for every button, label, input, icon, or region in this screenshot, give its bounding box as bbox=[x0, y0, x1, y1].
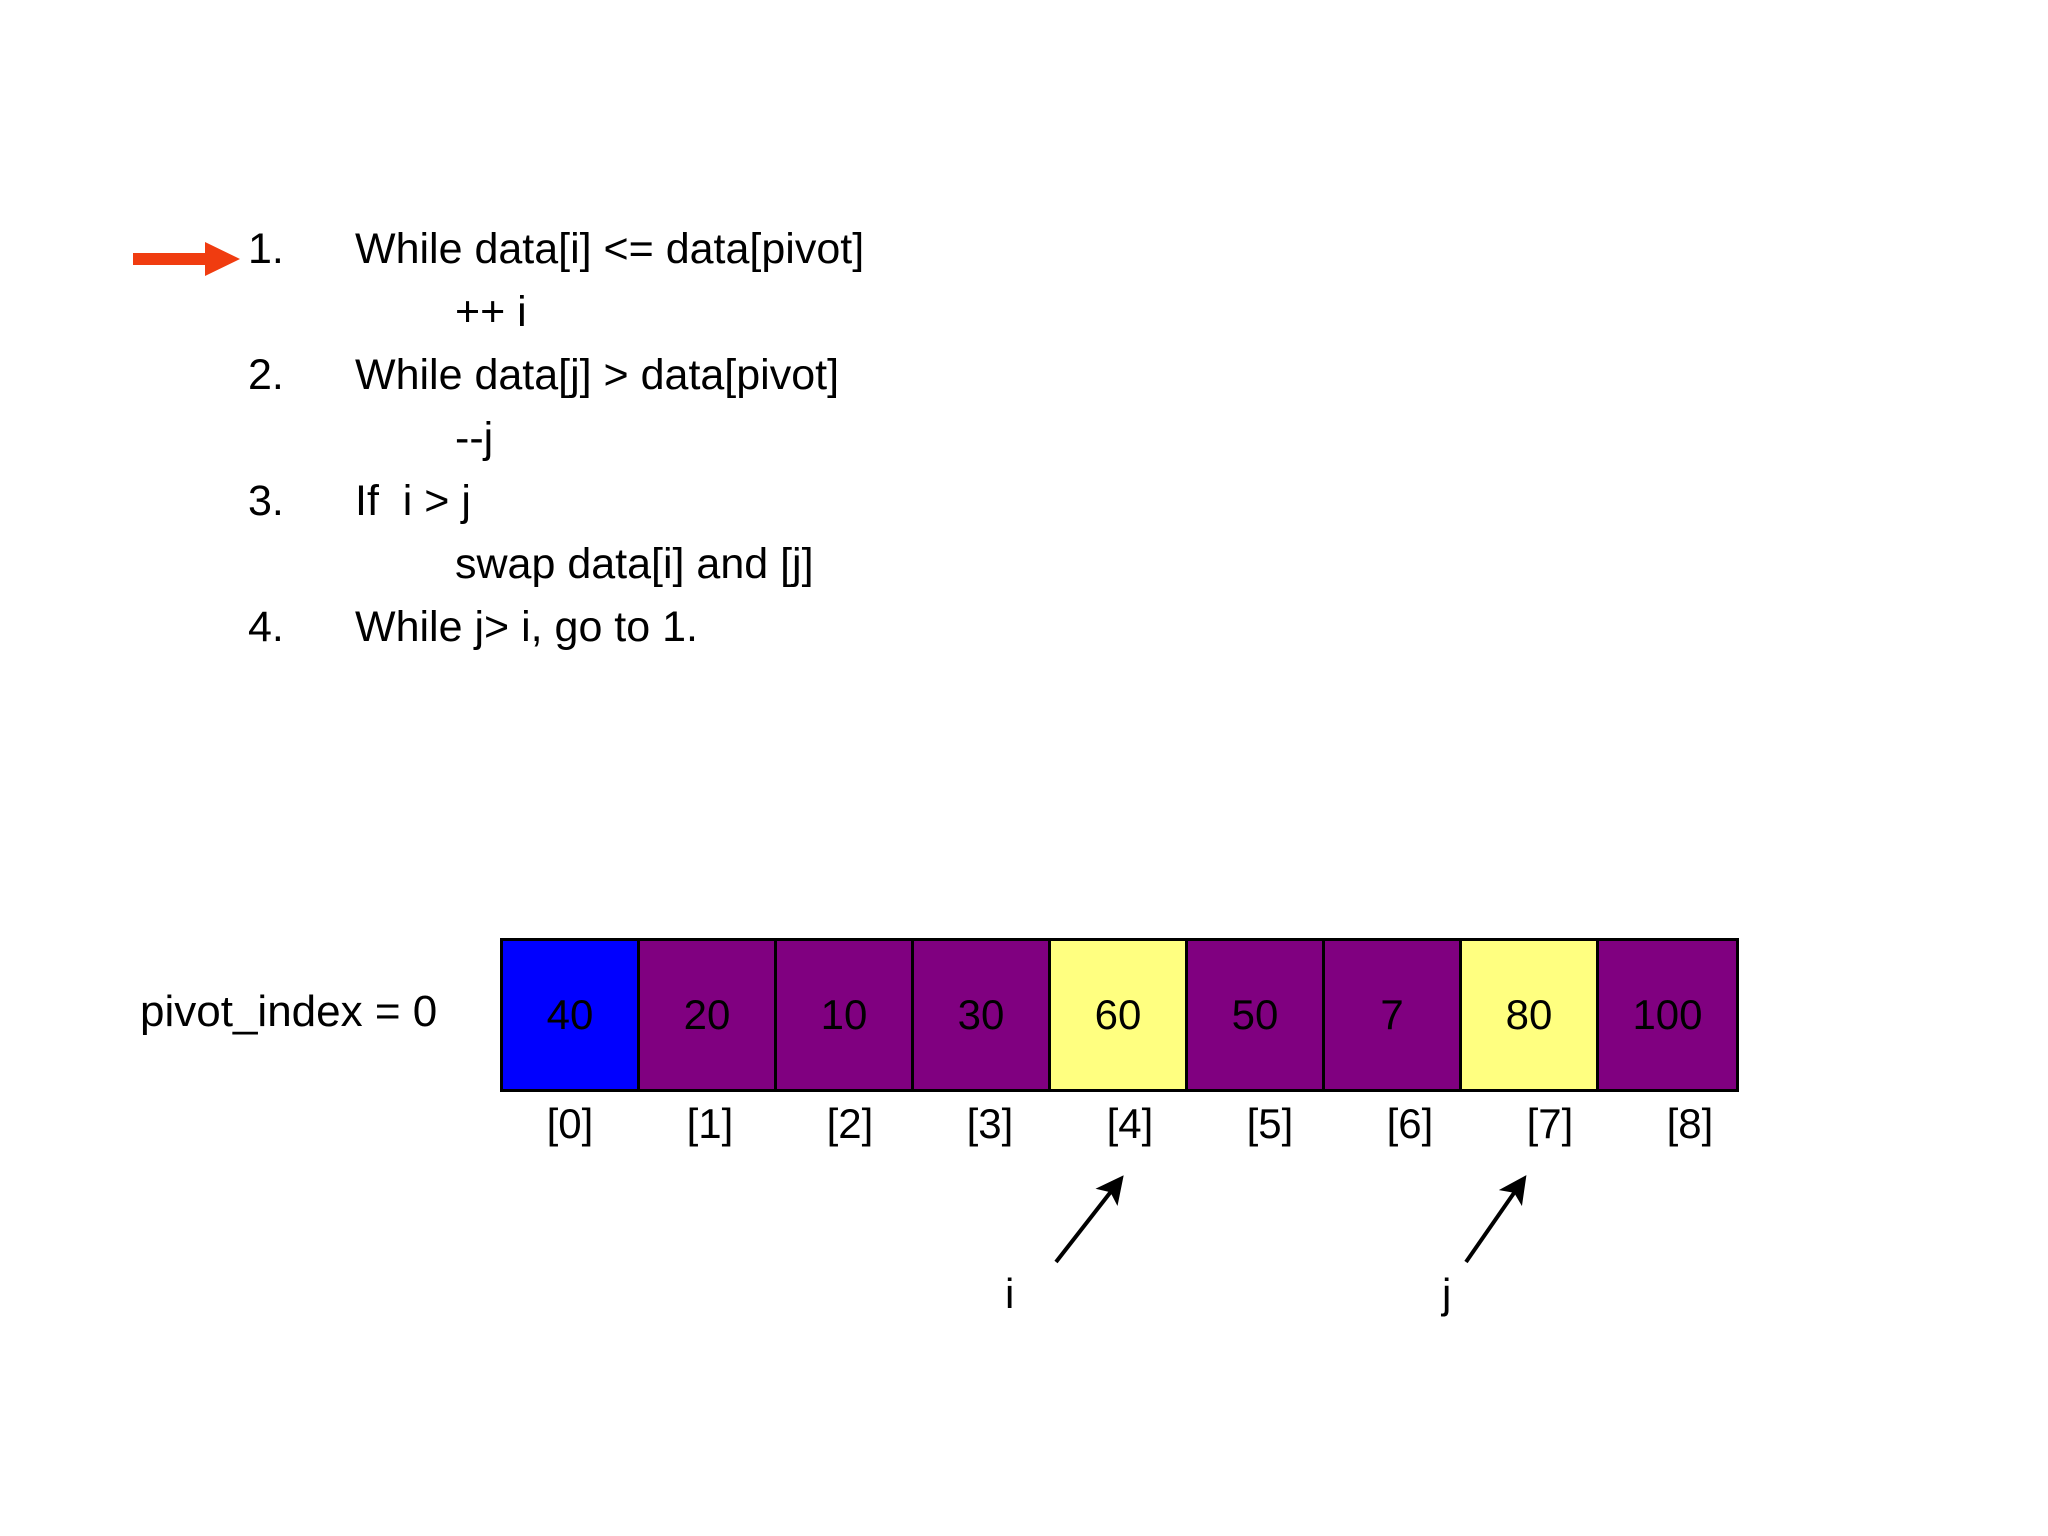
step-1-number: 1. bbox=[248, 225, 284, 273]
array-index-0: [0] bbox=[546, 1100, 594, 1147]
array-index-8: [8] bbox=[1666, 1100, 1714, 1147]
array-cell-3[interactable]: 30 bbox=[914, 941, 1051, 1089]
pivot-index-label: pivot_index = 0 bbox=[140, 987, 438, 1036]
step-4-number: 4. bbox=[248, 603, 284, 651]
array-index-row: [0] [1] [2] [3] [4] [5] [6] [7] [8] bbox=[500, 1098, 1760, 1150]
step-1-text: While data[i] <= data[pivot] bbox=[355, 225, 865, 273]
array-cell-8[interactable]: 100 bbox=[1599, 941, 1736, 1089]
right-arrow-icon bbox=[133, 240, 241, 278]
step-3-sub-text: swap data[i] and [j] bbox=[455, 540, 814, 588]
array-cell-2[interactable]: 10 bbox=[777, 941, 914, 1089]
step-2-sub-text: --j bbox=[455, 414, 494, 462]
pseudocode-block: 1. While data[i] <= data[pivot] ++ i 2. … bbox=[0, 218, 1100, 659]
array-cell-6[interactable]: 7 bbox=[1325, 941, 1462, 1089]
array-cell-5[interactable]: 50 bbox=[1188, 941, 1325, 1089]
array-index-7: [7] bbox=[1526, 1100, 1574, 1147]
step-2-text: While data[j] > data[pivot] bbox=[355, 351, 840, 399]
step-3-number: 3. bbox=[248, 477, 284, 525]
array-cells-row: 40 20 10 30 60 50 7 80 100 bbox=[500, 938, 1739, 1092]
array-cell-0[interactable]: 40 bbox=[503, 941, 640, 1089]
pseudocode-step-2-sub: --j bbox=[0, 407, 1100, 470]
array-index-6: [6] bbox=[1386, 1100, 1434, 1147]
array-cell-1[interactable]: 20 bbox=[640, 941, 777, 1089]
array-index-5: [5] bbox=[1246, 1100, 1294, 1147]
pseudocode-step-3-sub: swap data[i] and [j] bbox=[0, 533, 1100, 596]
step-1-sub-text: ++ i bbox=[455, 288, 527, 336]
step-2-number: 2. bbox=[248, 351, 284, 399]
step-3-text: If i > j bbox=[355, 477, 471, 525]
array-cell-4[interactable]: 60 bbox=[1051, 941, 1188, 1089]
pseudocode-step-4: 4. While j> i, go to 1. bbox=[0, 596, 1100, 659]
step-4-text: While j> i, go to 1. bbox=[355, 603, 698, 651]
array-cell-7[interactable]: 80 bbox=[1462, 941, 1599, 1089]
array-index-1: [1] bbox=[686, 1100, 734, 1147]
pointer-j-label: j bbox=[1442, 1270, 1452, 1317]
pseudocode-step-1: 1. While data[i] <= data[pivot] bbox=[0, 218, 1100, 281]
array-index-3: [3] bbox=[966, 1100, 1014, 1147]
pointer-i-label: i bbox=[1005, 1270, 1015, 1317]
array-index-4: [4] bbox=[1106, 1100, 1154, 1147]
pseudocode-step-1-sub: ++ i bbox=[0, 281, 1100, 344]
pseudocode-step-3: 3. If i > j bbox=[0, 470, 1100, 533]
array-index-2: [2] bbox=[826, 1100, 874, 1147]
pseudocode-step-2: 2. While data[j] > data[pivot] bbox=[0, 344, 1100, 407]
